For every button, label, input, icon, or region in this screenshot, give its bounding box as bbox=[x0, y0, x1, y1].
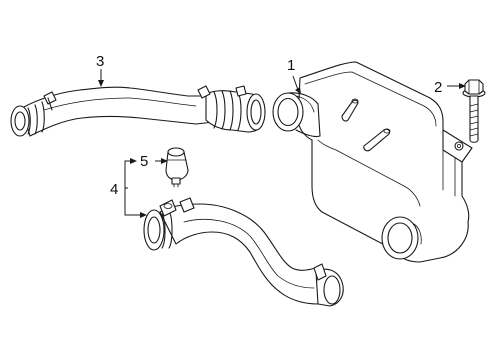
arrow-1 bbox=[295, 87, 301, 94]
callout-1: 1 bbox=[287, 57, 295, 74]
callout-5: 5 bbox=[140, 153, 148, 170]
intercooler-part bbox=[272, 61, 473, 263]
bolt-part bbox=[462, 79, 486, 143]
callout-4: 4 bbox=[110, 181, 118, 198]
callout-2: 2 bbox=[434, 79, 442, 96]
sensor-part bbox=[165, 147, 189, 188]
leader-1 bbox=[292, 75, 299, 91]
callout-3: 3 bbox=[96, 53, 104, 70]
arrow-3 bbox=[98, 80, 104, 87]
arrow-4-upper bbox=[130, 158, 137, 164]
arrow-5 bbox=[161, 158, 168, 164]
lower-hose-part bbox=[143, 197, 344, 307]
arrow-4-lower bbox=[140, 212, 147, 218]
upper-hose-part bbox=[10, 85, 266, 137]
arrow-2 bbox=[459, 83, 466, 89]
